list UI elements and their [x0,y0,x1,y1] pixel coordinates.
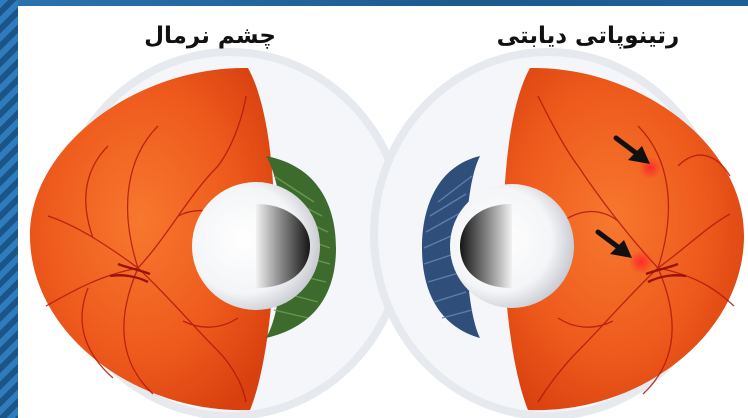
decorative-stripe [0,0,18,418]
eyes-diagram [18,6,748,418]
hemorrhage-spot [629,250,653,274]
diabetic-retinopathy-label: رتینوپاتی دیابتی [478,16,698,56]
diabetic-eye [370,48,744,418]
normal-eye [30,48,408,418]
normal-eye-label: چشم نرمال [120,16,300,56]
